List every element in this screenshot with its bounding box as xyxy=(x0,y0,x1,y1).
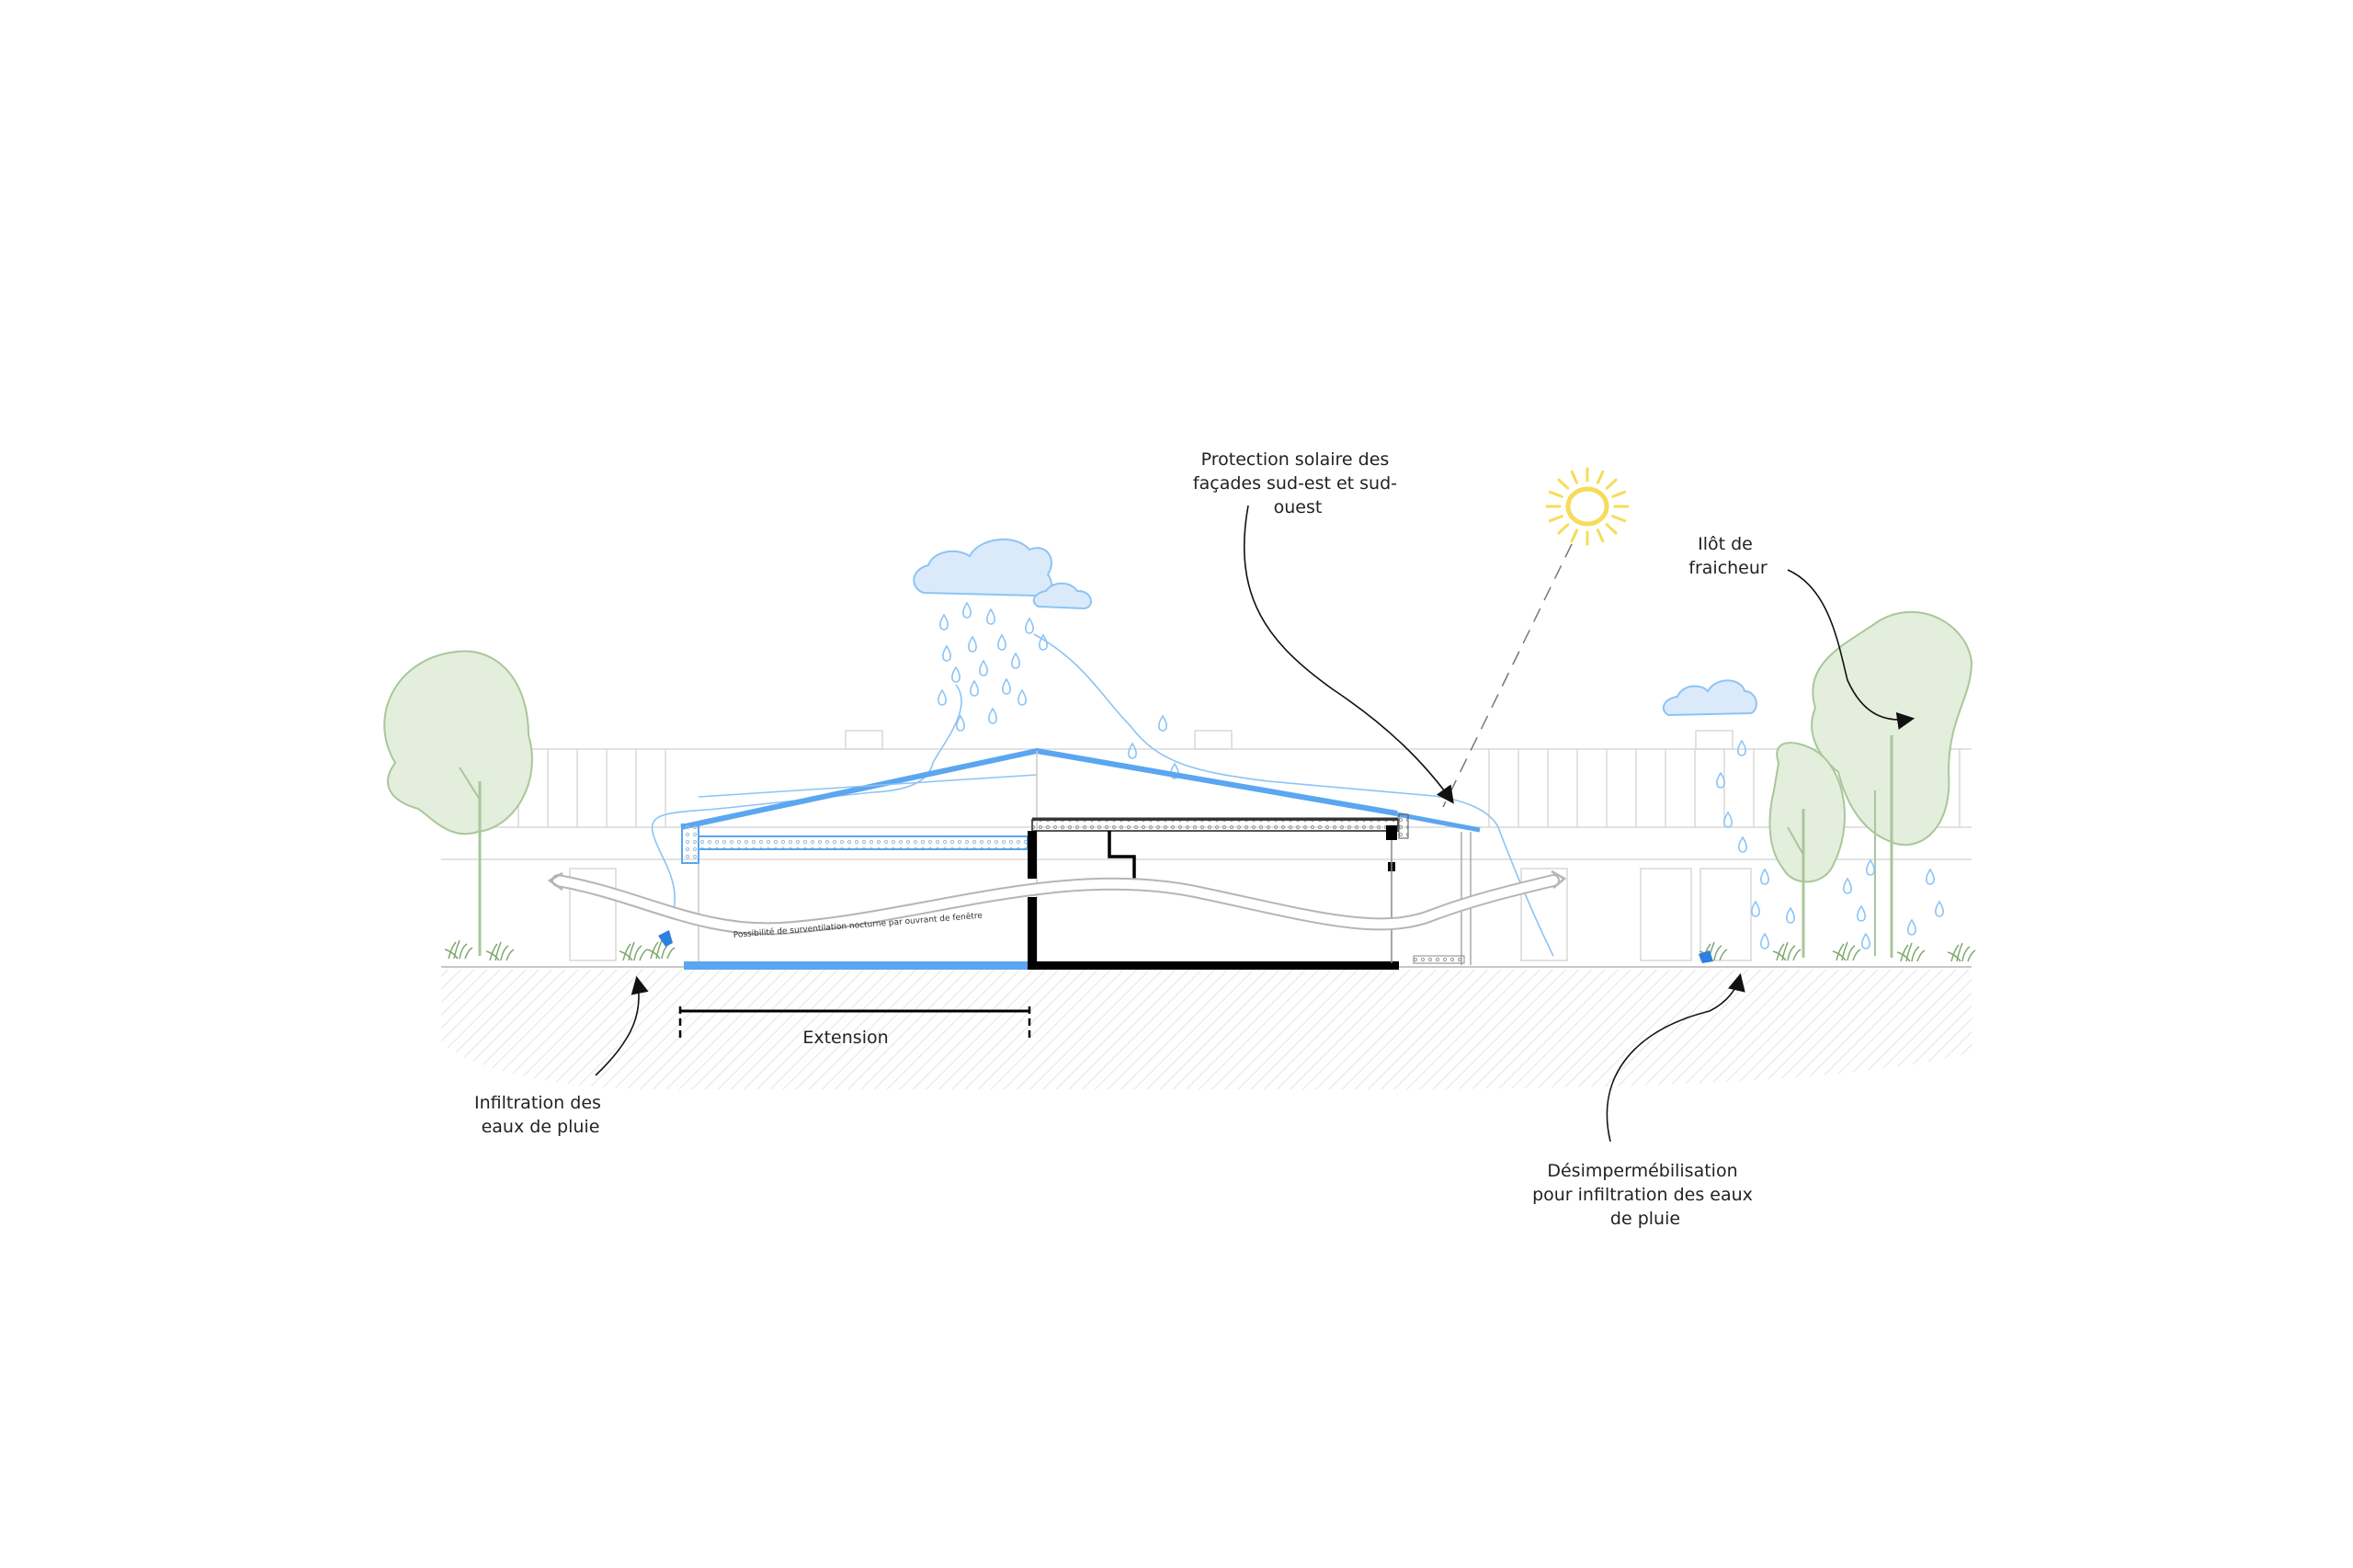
rain-drop-icon xyxy=(951,666,961,683)
ground xyxy=(441,966,1972,1089)
rain-drop-icon xyxy=(1128,743,1137,759)
rain-drop-icon xyxy=(938,689,947,706)
label-desimpermeabilisation: Désimpermébilisation pour infiltration d… xyxy=(1532,1161,1758,1229)
rain-drop-icon xyxy=(1751,901,1760,917)
rain-drop-icon xyxy=(1861,933,1870,949)
rain-drop-icon xyxy=(997,634,1006,651)
background-buildings xyxy=(441,730,1972,961)
rain-drop-icon xyxy=(1760,933,1769,949)
cloud-icon xyxy=(913,538,1757,717)
rain-drop-icon xyxy=(1716,772,1725,789)
leader-lines xyxy=(595,505,1915,1142)
rain-drop-icon xyxy=(1011,653,1020,669)
rain-drop-icon xyxy=(1025,618,1034,634)
airflow-arrow-icon xyxy=(547,869,1567,936)
rain-drop-icon xyxy=(1737,740,1746,756)
rain-drop-icon xyxy=(939,614,949,631)
rain-drop-icon xyxy=(942,645,951,662)
label-protection-solaire: Protection solaire des façades sud-est e… xyxy=(1193,449,1403,517)
rain-drop-icon xyxy=(1926,869,1935,885)
rain-drop-icon xyxy=(1857,905,1866,922)
label-ilot-fraicheur: Ilôt de fraicheur xyxy=(1688,534,1768,578)
rain-drop-icon xyxy=(1866,859,1875,876)
rain-drop-icon xyxy=(986,608,995,625)
extension-label: Extension xyxy=(802,1028,888,1048)
tree-left-icon xyxy=(383,650,533,956)
tree-right-icon xyxy=(1768,610,1973,958)
rain-drop-icon xyxy=(988,708,997,724)
rain-drop-icon xyxy=(1907,919,1916,936)
water-tap-icon xyxy=(658,930,1713,963)
rain-drop-icon xyxy=(1002,678,1011,695)
building-roof xyxy=(680,748,1481,970)
sun-ray-line xyxy=(1442,543,1573,808)
grass-icon xyxy=(444,939,1976,962)
rain-drop-icon xyxy=(1738,836,1747,853)
rain-drop-icon xyxy=(1017,689,1027,706)
rain-drop-icon xyxy=(1843,878,1852,894)
rain-drop-icon xyxy=(1723,812,1733,828)
label-infiltration: Infiltration des eaux de pluie xyxy=(474,1093,607,1137)
rain-drop-icon xyxy=(1935,901,1944,917)
extension-dimension xyxy=(678,1006,1031,1039)
rain-drop-icon xyxy=(970,680,979,697)
rain-drop-icon xyxy=(1158,715,1167,732)
sun-icon xyxy=(1545,467,1630,546)
rainwater-flow xyxy=(651,633,1554,957)
rain-drop-icon xyxy=(968,636,977,653)
rain-drop-icon xyxy=(979,660,988,676)
rain-drop-icon xyxy=(1760,869,1769,885)
building-section xyxy=(681,813,1472,970)
rain-drop-icon xyxy=(962,602,972,619)
rain-drop-icon xyxy=(1786,907,1795,924)
